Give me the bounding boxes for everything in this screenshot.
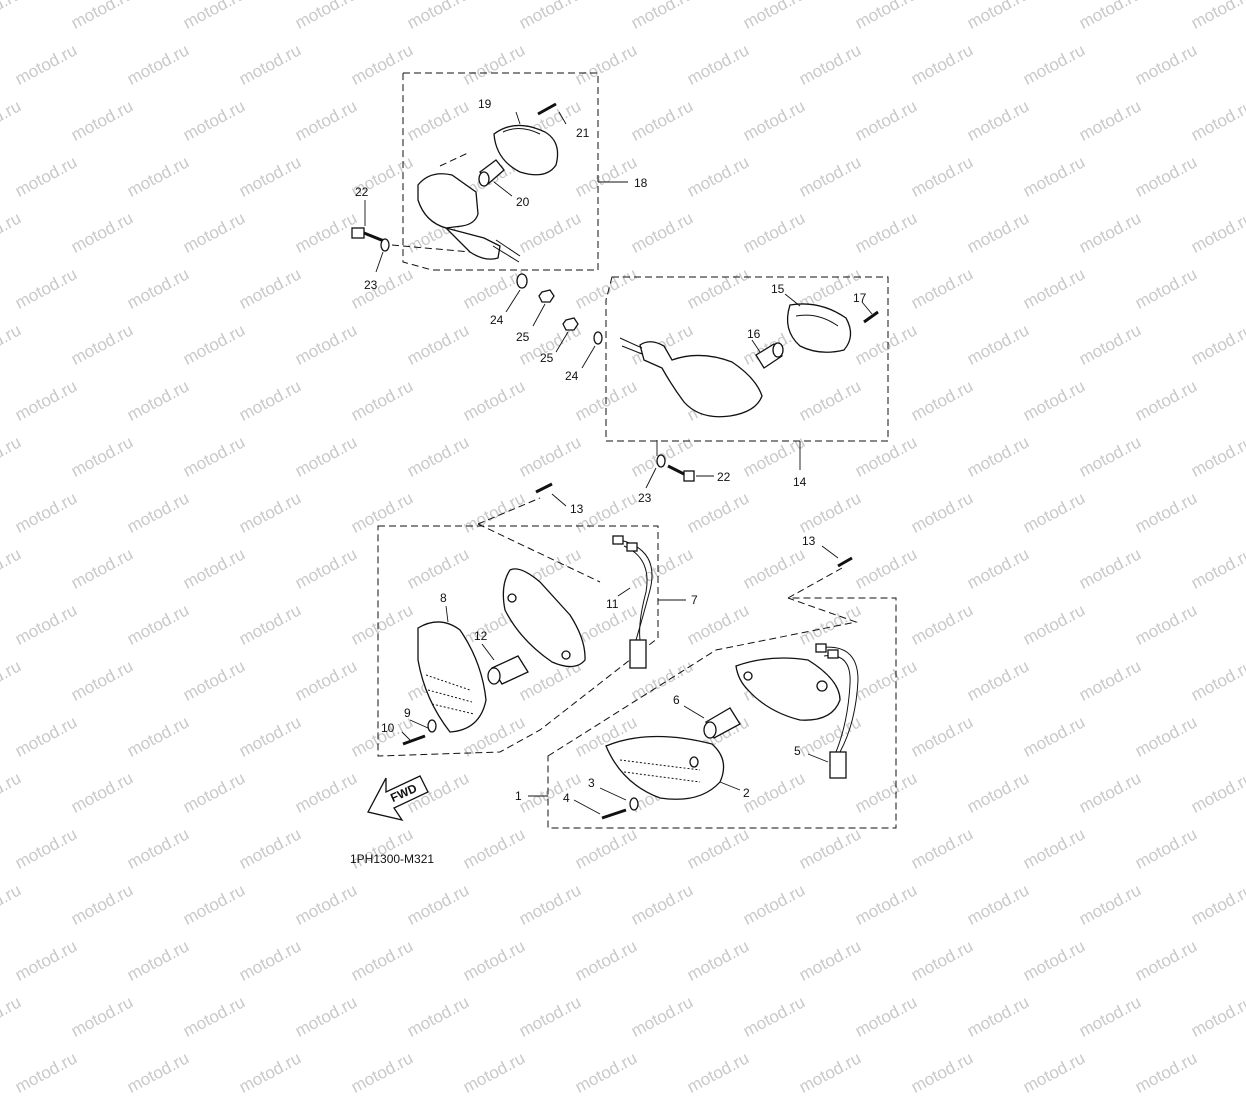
callout-7: 7 bbox=[691, 593, 698, 607]
assembly-18-box bbox=[402, 72, 628, 271]
nut-25-lower bbox=[562, 317, 579, 331]
assembly-1-box bbox=[528, 567, 897, 829]
lens-19 bbox=[493, 124, 559, 176]
callout-10: 10 bbox=[381, 721, 395, 735]
assembly-14-box bbox=[605, 276, 889, 470]
fwd-arrow bbox=[367, 775, 429, 822]
washer-23-top bbox=[380, 238, 390, 252]
callout-11: 11 bbox=[606, 597, 619, 611]
callout-3: 3 bbox=[588, 776, 595, 790]
watermark-text: motod.ru bbox=[1132, 1048, 1201, 1097]
reflector-housing-right bbox=[735, 657, 841, 721]
watermark-text: motod.ru bbox=[236, 1048, 305, 1097]
callout-25-lower: 25 bbox=[540, 351, 554, 365]
watermark-text: motod.ru bbox=[684, 936, 753, 985]
watermark-text: motod.ru bbox=[1188, 992, 1246, 1041]
watermark-text: motod.ru bbox=[404, 992, 473, 1041]
callout-13-right: 13 bbox=[802, 534, 816, 548]
bolt-22-lower bbox=[667, 464, 695, 482]
callout-14: 14 bbox=[793, 475, 807, 489]
callout-12: 12 bbox=[474, 629, 488, 643]
lens-15 bbox=[786, 303, 852, 353]
callout-15: 15 bbox=[771, 282, 785, 296]
callout-22-lower: 22 bbox=[717, 470, 731, 484]
watermark-text: motod.ru bbox=[348, 1048, 417, 1097]
watermark-text: motod.ru bbox=[1132, 936, 1201, 985]
watermark-text: motod.ru bbox=[460, 936, 529, 985]
screw-4-washer-3 bbox=[601, 797, 639, 820]
callout-24-top: 24 bbox=[490, 313, 504, 327]
callout-23-top: 23 bbox=[364, 278, 378, 292]
callout-13-left: 13 bbox=[570, 502, 584, 516]
watermark-text: motod.ru bbox=[12, 936, 81, 985]
watermark-text: motod.ru bbox=[1020, 936, 1089, 985]
callout-25-top: 25 bbox=[516, 330, 530, 344]
callout-18: 18 bbox=[634, 176, 648, 190]
callout-6: 6 bbox=[673, 693, 680, 707]
callout-16: 16 bbox=[747, 327, 761, 341]
lens-8 bbox=[417, 621, 487, 733]
turn-signal-housing-18 bbox=[417, 173, 521, 263]
callout-2: 2 bbox=[743, 786, 750, 800]
watermark-text: motod.ru bbox=[236, 936, 305, 985]
watermark-text: motod.ru bbox=[796, 936, 865, 985]
watermark-text: motod.ru bbox=[180, 992, 249, 1041]
callout-24-lower: 24 bbox=[565, 369, 579, 383]
washer-24-lower bbox=[593, 331, 603, 345]
watermark-text: motod.ru bbox=[684, 1048, 753, 1097]
watermark-text: motod.ru bbox=[516, 992, 585, 1041]
watermark-text: motod.ru bbox=[572, 1048, 641, 1097]
turn-signal-housing-14 bbox=[619, 337, 763, 418]
wire-harness-11 bbox=[612, 535, 653, 669]
callout-8: 8 bbox=[440, 591, 447, 605]
bolt-22-top bbox=[351, 227, 385, 243]
watermark-text: motod.ru bbox=[348, 936, 417, 985]
screw-9-washer-10 bbox=[402, 719, 437, 746]
watermark-text: motod.ru bbox=[292, 992, 361, 1041]
callout-9: 9 bbox=[404, 706, 411, 720]
callout-23-lower: 23 bbox=[638, 491, 652, 505]
callout-21: 21 bbox=[576, 126, 590, 140]
nut-25-top bbox=[538, 289, 555, 303]
bulb-16 bbox=[755, 342, 784, 369]
watermark-text: motod.ru bbox=[740, 992, 809, 1041]
watermark-text: motod.ru bbox=[796, 1048, 865, 1097]
bulb-20 bbox=[478, 159, 505, 187]
screw-17 bbox=[863, 310, 879, 324]
callout-1: 1 bbox=[515, 789, 522, 803]
watermark-text: motod.ru bbox=[1020, 1048, 1089, 1097]
reflector-housing-left bbox=[502, 568, 586, 668]
watermark-text: motod.ru bbox=[572, 936, 641, 985]
watermark-text: motod.ru bbox=[12, 1048, 81, 1097]
screw-13-right bbox=[837, 556, 853, 568]
watermark-text: motod.ru bbox=[1076, 992, 1145, 1041]
callout-22-top: 22 bbox=[355, 185, 369, 199]
watermark-text: motod.ru bbox=[852, 992, 921, 1041]
screw-13-left bbox=[535, 482, 553, 494]
watermark-text: motod.ru bbox=[460, 1048, 529, 1097]
screw-21 bbox=[537, 102, 557, 116]
bulb-12 bbox=[487, 655, 529, 685]
watermark-text: motod.ru bbox=[964, 992, 1033, 1041]
watermark-text: motod.ru bbox=[0, 992, 25, 1041]
diagram-code: 1PH1300-M321 bbox=[350, 852, 435, 866]
callout-20: 20 bbox=[516, 195, 530, 209]
watermark-text: motod.ru bbox=[124, 1048, 193, 1097]
callout-19: 19 bbox=[478, 97, 492, 111]
callout-17: 17 bbox=[853, 291, 867, 305]
wire-harness-5 bbox=[815, 643, 859, 779]
watermark-text: motod.ru bbox=[68, 992, 137, 1041]
washer-24-top bbox=[516, 273, 528, 289]
lens-2 bbox=[605, 735, 725, 800]
exploded-parts-diagram bbox=[351, 72, 897, 829]
watermark-text: motod.ru bbox=[908, 936, 977, 985]
callout-5: 5 bbox=[794, 744, 801, 758]
watermark-text: motod.ru bbox=[124, 936, 193, 985]
callout-4: 4 bbox=[563, 791, 570, 805]
watermark-text: motod.ru bbox=[628, 992, 697, 1041]
assembly-7-box bbox=[377, 497, 686, 757]
watermark-text: motod.ru bbox=[908, 1048, 977, 1097]
bulb-6 bbox=[703, 707, 741, 739]
washer-23-lower bbox=[656, 454, 666, 468]
